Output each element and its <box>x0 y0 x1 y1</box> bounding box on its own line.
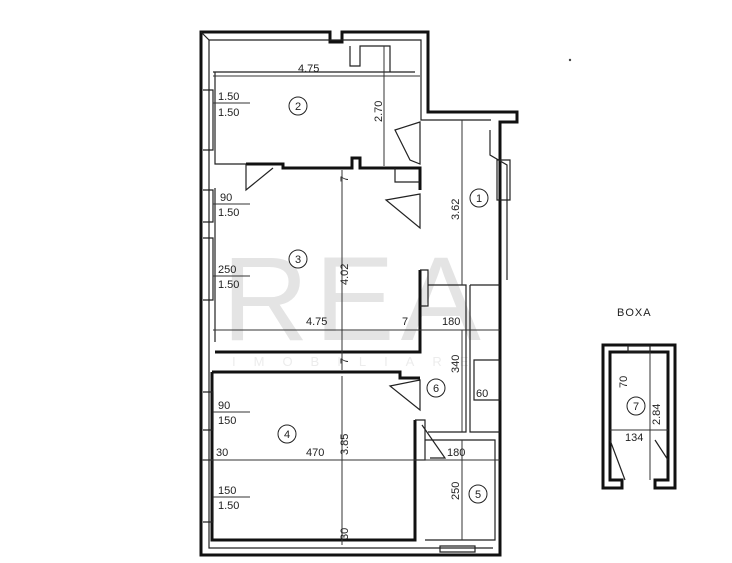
dim-r5-width: 180 <box>447 447 465 459</box>
room-7-marker <box>626 396 646 416</box>
win-r2-bottom: 1.50 <box>218 107 239 119</box>
watermark-tagline: IMOBILIARE <box>232 354 486 369</box>
win-r3b-bottom: 1.50 <box>218 279 239 291</box>
watermark-logo: REA <box>222 232 487 366</box>
dim-bottom-30: 30 <box>339 528 351 540</box>
room-3-label: 3 <box>295 254 301 266</box>
win-r4a-top: 90 <box>218 400 230 412</box>
room-2-label: 2 <box>295 101 301 113</box>
win-r4b-bottom: 1.50 <box>218 500 239 512</box>
win-r3b-top: 250 <box>218 264 236 276</box>
room-5-marker <box>468 484 488 504</box>
dim-tick-7a: 7 <box>339 176 351 182</box>
dim-r3-width: 4.75 <box>306 316 327 328</box>
win-r2-top: 1.50 <box>218 91 239 103</box>
room-6-label: 6 <box>433 383 439 395</box>
room-6-marker <box>426 378 446 398</box>
storage-title: BOXA <box>617 307 652 319</box>
win-r3a-top: 90 <box>220 192 232 204</box>
boxa-width: 134 <box>625 432 643 444</box>
dim-tick-7c: 7 <box>339 358 351 364</box>
room-4-marker <box>277 424 297 444</box>
dim-r4-height: 3.85 <box>339 434 351 455</box>
interior-walls <box>203 45 511 553</box>
win-r4a-bottom: 150 <box>218 415 236 427</box>
dim-r6-width: 180 <box>442 316 460 328</box>
dim-tick-7b: 7 <box>402 316 408 328</box>
dim-r2-width: 4.75 <box>298 63 319 75</box>
boxa-door: 70 <box>618 376 630 388</box>
room-7-label: 7 <box>633 401 639 413</box>
room-4-label: 4 <box>284 429 290 441</box>
room-markers: 2 1 3 6 4 5 <box>277 96 489 504</box>
room-1-marker <box>469 188 489 208</box>
dim-r5-height: 250 <box>450 482 462 500</box>
outer-walls <box>199 30 519 557</box>
win-r3a-bottom: 1.50 <box>218 207 239 219</box>
dim-r4-width: 470 <box>306 447 324 459</box>
dimension-labels: 4.75 2.70 3.62 4.02 4.75 470 3.85 180 34… <box>216 63 488 540</box>
dim-r2-height: 2.70 <box>373 101 385 122</box>
room-5-label: 5 <box>475 489 481 501</box>
win-r4b-top: 150 <box>218 485 236 497</box>
dim-r1-height: 3.62 <box>450 199 462 220</box>
dim-r3-height: 4.02 <box>339 264 351 285</box>
room-3-marker <box>288 249 308 269</box>
dimension-lines <box>202 46 500 545</box>
room-2-marker <box>288 96 308 116</box>
dim-left-30: 30 <box>216 447 228 459</box>
boxa-height: 2.84 <box>651 404 663 425</box>
window-labels: 1.50 1.50 90 1.50 250 1.50 90 150 150 1.… <box>218 91 239 512</box>
speck <box>568 58 572 62</box>
dim-r6-height: 340 <box>450 355 462 373</box>
room-1-label: 1 <box>476 193 482 205</box>
storage-unit: BOXA 70 7 2.84 134 <box>601 307 677 490</box>
dim-r6-closet: 60 <box>476 388 488 400</box>
